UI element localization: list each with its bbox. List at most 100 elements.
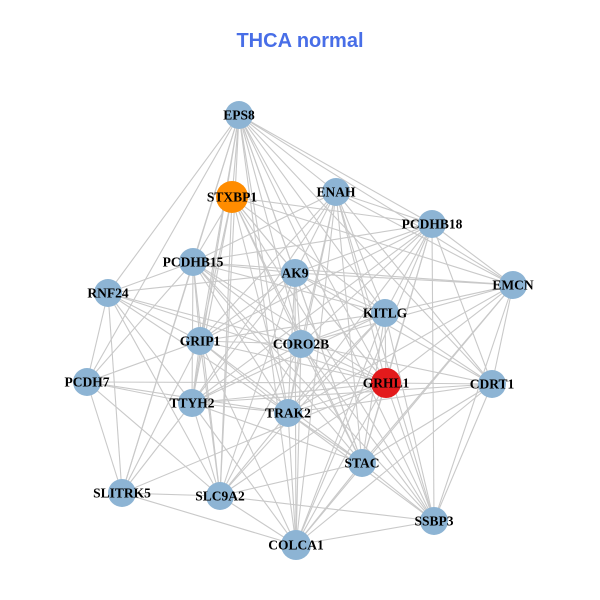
edge-RNF24-SLITRK5: [107, 292, 123, 494]
edge-CORO2B-SLC9A2: [219, 343, 302, 497]
edge-PCDHB18-TRAK2: [287, 223, 433, 414]
edge-PCDH7-SLITRK5: [86, 381, 123, 494]
edge-AK9-STAC: [294, 272, 363, 464]
edge-AK9-CDRT1: [294, 272, 493, 385]
edge-EPS8-ENAH: [238, 114, 337, 193]
edge-CORO2B-SSBP3: [300, 343, 435, 522]
edge-EMCN-SSBP3: [433, 284, 514, 522]
node-STAC: [348, 449, 376, 477]
edge-STXBP1-GRIP1: [199, 196, 233, 342]
node-label-SLITRK5: SLITRK5: [93, 486, 151, 501]
edge-EPS8-KITLG: [238, 114, 386, 314]
edge-KITLG-SLC9A2: [219, 312, 386, 497]
edge-TTYH2-COLCA1: [191, 402, 297, 546]
node-EMCN: [499, 271, 527, 299]
edge-EPS8-CORO2B: [238, 114, 302, 345]
edge-STAC-SLC9A2: [219, 462, 363, 497]
edge-PCDHB18-CORO2B: [300, 223, 433, 345]
edge-EMCN-CORO2B: [300, 284, 514, 345]
edge-ENAH-TRAK2: [287, 191, 337, 414]
node-label-CORO2B: CORO2B: [273, 337, 329, 352]
edge-SLITRK5-SLC9A2: [121, 492, 221, 497]
node-label-AK9: AK9: [282, 266, 309, 281]
node-label-SSBP3: SSBP3: [414, 514, 453, 529]
edge-STXBP1-TRAK2: [231, 196, 289, 414]
edge-PCDHB15-TRAK2: [192, 261, 289, 414]
edge-GRIP1-PCDH7: [86, 340, 201, 383]
node-label-GRIP1: GRIP1: [180, 334, 221, 349]
edge-GRIP1-SLC9A2: [199, 340, 221, 497]
edge-PCDH7-SLC9A2: [86, 381, 221, 497]
edge-CDRT1-TTYH2: [191, 383, 493, 404]
edge-STAC-COLCA1: [295, 462, 363, 546]
edge-EPS8-EMCN: [238, 114, 514, 286]
edge-KITLG-CORO2B: [300, 312, 386, 345]
edge-GRHL1-SLITRK5: [121, 382, 387, 494]
edge-ENAH-TTYH2: [191, 191, 337, 404]
edge-ENAH-COLCA1: [295, 191, 337, 546]
node-AK9: [281, 259, 309, 287]
edge-STXBP1-KITLG: [231, 196, 386, 314]
edge-KITLG-CDRT1: [384, 312, 493, 385]
node-PCDHB18: [418, 210, 446, 238]
edge-PCDHB15-AK9: [192, 261, 296, 274]
edge-PCDHB18-PCDHB15: [192, 223, 433, 263]
edges-layer: [86, 114, 514, 546]
edge-PCDHB15-GRHL1: [192, 261, 387, 384]
edge-CDRT1-TRAK2: [287, 383, 493, 414]
edge-RNF24-SLC9A2: [107, 292, 221, 497]
node-label-TTYH2: TTYH2: [169, 396, 214, 411]
edge-EMCN-KITLG: [384, 284, 514, 314]
edge-GRIP1-SLITRK5: [121, 340, 201, 494]
edge-SLC9A2-SSBP3: [219, 495, 435, 522]
edge-SSBP3-COLCA1: [295, 520, 435, 546]
edge-PCDHB15-SLITRK5: [121, 261, 194, 494]
node-SSBP3: [420, 507, 448, 535]
edge-ENAH-PCDHB15: [192, 191, 337, 263]
node-RNF24: [94, 279, 122, 307]
edge-PCDHB18-KITLG: [384, 223, 433, 314]
edge-ENAH-KITLG: [335, 191, 386, 314]
edge-TTYH2-SLITRK5: [121, 402, 193, 494]
edge-GRIP1-GRHL1: [199, 340, 387, 384]
edge-PCDHB18-AK9: [294, 223, 433, 274]
node-STXBP1: [216, 181, 248, 213]
edge-EMCN-CDRT1: [491, 284, 514, 385]
edge-AK9-GRIP1: [199, 272, 296, 342]
node-GRIP1: [186, 327, 214, 355]
edge-PCDHB18-SSBP3: [431, 223, 435, 522]
node-label-EMCN: EMCN: [492, 278, 533, 293]
edge-TRAK2-STAC: [287, 412, 363, 464]
edge-STXBP1-STAC: [231, 196, 363, 464]
edge-GRHL1-COLCA1: [295, 382, 387, 546]
node-GRHL1: [371, 368, 401, 398]
edge-EMCN-COLCA1: [295, 284, 514, 546]
edge-ENAH-GRIP1: [199, 191, 337, 342]
edge-EPS8-COLCA1: [238, 114, 297, 546]
node-TTYH2: [178, 389, 206, 417]
edge-AK9-TTYH2: [191, 272, 296, 404]
node-label-COLCA1: COLCA1: [268, 538, 324, 553]
node-EPS8: [225, 101, 253, 129]
edge-GRHL1-TRAK2: [287, 382, 387, 414]
edge-CORO2B-STAC: [300, 343, 363, 464]
edge-CORO2B-GRHL1: [300, 343, 387, 384]
edge-PCDHB18-CDRT1: [431, 223, 493, 385]
edge-EPS8-SSBP3: [238, 114, 435, 522]
edge-ENAH-SSBP3: [335, 191, 435, 522]
node-PCDH7: [73, 368, 101, 396]
edge-GRHL1-SLC9A2: [219, 382, 387, 497]
edge-ENAH-AK9: [294, 191, 337, 274]
edge-GRIP1-CORO2B: [199, 340, 302, 345]
node-PCDHB15: [179, 248, 207, 276]
edge-PCDHB18-EMCN: [431, 223, 514, 286]
edge-KITLG-SSBP3: [384, 312, 435, 522]
node-label-ENAH: ENAH: [316, 185, 356, 200]
node-label-STAC: STAC: [344, 456, 379, 471]
edge-PCDHB15-STAC: [192, 261, 363, 464]
node-label-PCDHB15: PCDHB15: [163, 255, 224, 270]
edge-KITLG-GRIP1: [199, 312, 386, 342]
node-SLC9A2: [206, 482, 234, 510]
